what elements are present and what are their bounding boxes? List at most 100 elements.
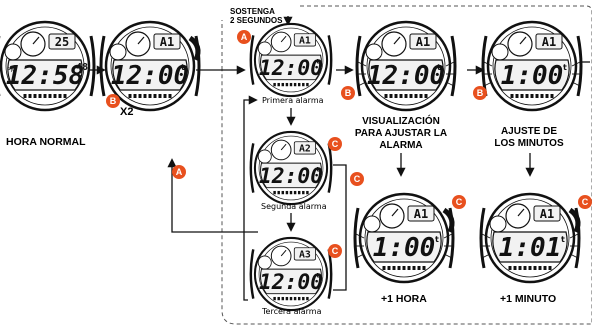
subdial-left-hand	[517, 208, 525, 217]
subdial-left	[270, 139, 292, 161]
main-time: 12:58	[6, 61, 84, 91]
main-suffix: t	[435, 235, 439, 244]
mini-lcd-text: A1	[540, 207, 554, 221]
side-button	[568, 207, 581, 233]
main-lcd	[368, 59, 444, 91]
main-lcd	[260, 54, 322, 81]
subdial-small	[489, 215, 507, 233]
tercera-alarma-label: Tercera alarma	[262, 307, 322, 316]
main-time: 12:00	[259, 270, 323, 295]
subdial-left-hand	[280, 249, 287, 257]
visualizacion-line-1: VISUALIZACIÓN	[362, 116, 440, 127]
main-time: 12:00	[259, 56, 323, 81]
main-suffix: t	[181, 63, 185, 72]
watch-inner-ring	[110, 26, 190, 106]
watch-segunda: A2 12:00t	[249, 130, 333, 206]
mini-lcd	[407, 205, 435, 222]
mini-lcd-text: A3	[299, 250, 311, 261]
main-suffix: t	[561, 235, 565, 244]
bottom-ticks	[273, 296, 309, 301]
hora-normal-label: HORA NORMAL	[6, 136, 86, 148]
mini-lcd	[293, 247, 317, 261]
side-button	[188, 35, 201, 61]
badge-a-return: A	[172, 165, 186, 179]
subdial-small	[257, 149, 272, 164]
badge-c-hora: C	[452, 195, 466, 209]
mas-hora-label: +1 HORA	[381, 293, 427, 305]
bottom-ticks	[510, 94, 554, 98]
primera-alarma-label: Primera alarma	[262, 96, 324, 105]
main-lcd	[366, 231, 442, 263]
badge-b-visual: B	[473, 86, 487, 100]
watch-inner-ring	[490, 198, 570, 278]
badge-c-segunda: C	[328, 137, 342, 151]
badge-c-left-hora: C	[350, 172, 364, 186]
sostenga-label: SOSTENGA 2 SEGUNDOS	[230, 7, 282, 25]
mini-lcd	[293, 141, 317, 155]
ajuste-minutos-label: AJUSTE DE LOS MINUTOS	[486, 126, 572, 150]
arrow-loop-to-primera	[243, 95, 258, 301]
watch-inner-ring	[364, 198, 444, 278]
subdial-left-hand	[280, 143, 287, 151]
mini-lcd	[153, 33, 181, 50]
sostenga-line-2: 2 SEGUNDOS	[230, 16, 283, 25]
main-seconds: 48	[76, 62, 88, 73]
bottom-ticks	[128, 94, 172, 98]
watch-inner-ring	[258, 27, 324, 93]
main-suffix: t	[437, 63, 441, 72]
main-lcd	[260, 162, 322, 189]
flash-lines	[483, 61, 581, 87]
main-lcd	[260, 268, 322, 295]
bottom-ticks	[384, 94, 428, 98]
sostenga-line-1: SOSTENGA	[230, 7, 275, 16]
bottom-ticks	[273, 82, 309, 87]
subdial-left-hand	[391, 208, 399, 217]
subdial-left-hand	[137, 36, 145, 45]
mini-lcd	[535, 33, 563, 50]
bottom-ticks	[273, 190, 309, 195]
watch-inner-ring	[366, 26, 446, 106]
mini-lcd-text: A1	[160, 35, 174, 49]
main-suffix: t	[316, 165, 319, 173]
main-time: 12:00	[259, 164, 323, 189]
visualizacion-line-2: PARA AJUSTAR LA	[354, 128, 448, 139]
badge-b-x2: B	[106, 94, 120, 108]
segunda-alarma-label: Segunda alarma	[261, 202, 327, 211]
mini-lcd-text: A2	[299, 144, 311, 155]
watch-inner-ring	[258, 135, 324, 201]
bottom-ticks	[382, 266, 426, 270]
main-suffix: t	[316, 57, 319, 65]
arrow-a-back-to-normal	[167, 158, 258, 233]
subdial-left-hand	[280, 35, 287, 43]
watch-inner-ring	[5, 26, 85, 106]
subdial-small	[363, 215, 381, 233]
badge-b-primera: B	[341, 86, 355, 100]
mini-lcd	[293, 33, 317, 47]
main-time: 12:00	[111, 61, 189, 91]
mini-lcd-text: 25	[55, 35, 69, 49]
watch-lugs	[249, 35, 333, 85]
flash-lines	[481, 233, 579, 259]
visualizacion-line-3: ALARMA	[379, 140, 423, 151]
ajuste-line-1: AJUSTE DE	[500, 126, 558, 137]
main-lcd	[7, 59, 83, 91]
badge-a-sostenga: A	[237, 30, 251, 44]
subdial-small	[4, 43, 22, 61]
subdial-small	[491, 43, 509, 61]
mini-lcd	[409, 33, 437, 50]
mini-lcd-text: A1	[542, 35, 556, 49]
main-time: 1:00	[373, 233, 436, 263]
subdial-left	[270, 245, 292, 267]
subdial-left-hand	[519, 36, 527, 45]
watch-alarm-x2: A1 12:00t	[99, 20, 201, 112]
main-time: 1:00	[501, 61, 564, 91]
pm-indicator: PM	[7, 67, 16, 74]
mini-lcd	[533, 205, 561, 222]
main-lcd	[112, 59, 188, 91]
